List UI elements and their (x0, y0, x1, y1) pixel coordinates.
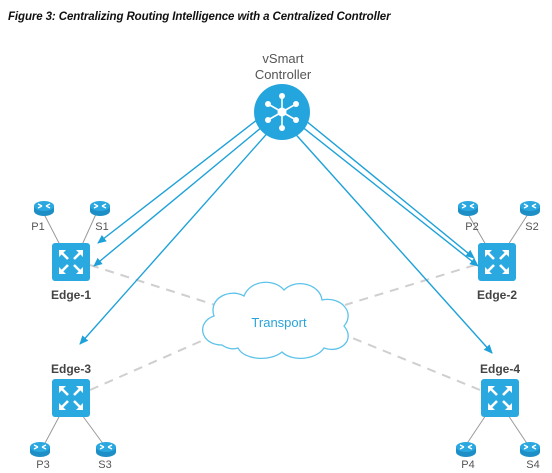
cloud-label: Transport (251, 315, 307, 330)
router-label-p2: P2 (465, 221, 478, 233)
router-icon-s2 (519, 200, 541, 217)
controller-label-line2: Controller (255, 67, 312, 82)
router-icon-p2 (457, 200, 479, 217)
transport-links (89, 264, 481, 391)
controller-label-line1: vSmart (262, 51, 304, 66)
router-links (43, 213, 529, 446)
router-icon-s4 (519, 441, 541, 458)
edge-label-1: Edge-1 (51, 288, 91, 302)
arrow-to-edge2b (295, 121, 479, 267)
router-label-s3: S3 (98, 459, 111, 471)
edge-router-icon-4 (479, 377, 521, 419)
edge-router-icon-3 (50, 377, 92, 419)
edge-label-4: Edge-4 (480, 362, 520, 376)
link-edge2-transport (344, 264, 476, 306)
edge-1-site: P1 S1 Edge-1 (31, 200, 111, 302)
cloud-icon (202, 281, 349, 359)
link-edge1-transport (89, 264, 216, 306)
arrow-to-edge1 (97, 115, 263, 244)
edge-router-icon-1 (50, 241, 92, 283)
router-label-p1: P1 (31, 221, 44, 233)
vsmart-controller: vSmart Controller (254, 51, 312, 140)
router-icon-s1 (89, 200, 111, 217)
router-label-s2: S2 (525, 221, 538, 233)
edge-router-icon-2 (476, 241, 518, 283)
router-label-p4: P4 (461, 459, 474, 471)
edge-label-2: Edge-2 (477, 288, 517, 302)
router-icon-p3 (29, 441, 51, 458)
figure-caption: Figure 3: Centralizing Routing Intellige… (8, 11, 391, 23)
edge-4-site: Edge-4 P4 S4 (455, 362, 541, 471)
hub-icon (254, 84, 310, 140)
arrow-to-edge3 (79, 127, 273, 345)
control-arrows (79, 115, 493, 354)
router-icon-s3 (95, 441, 117, 458)
router-icon-p4 (455, 441, 477, 458)
transport-cloud: Transport (202, 281, 349, 359)
arrow-to-edge2 (299, 115, 475, 259)
edge-2-site: P2 S2 Edge-2 (457, 200, 541, 302)
edge-3-site: Edge-3 P3 S3 (29, 362, 117, 471)
router-icon-p1 (33, 200, 55, 217)
link-edge4-transport (344, 334, 481, 391)
edge-label-3: Edge-3 (51, 362, 91, 376)
router-label-p3: P3 (36, 459, 49, 471)
router-label-s4: S4 (526, 459, 539, 471)
router-label-s1: S1 (95, 221, 108, 233)
arrow-to-edge4 (289, 127, 493, 354)
arrow-to-edge1b (93, 121, 269, 267)
link-edge3-transport (89, 334, 216, 391)
